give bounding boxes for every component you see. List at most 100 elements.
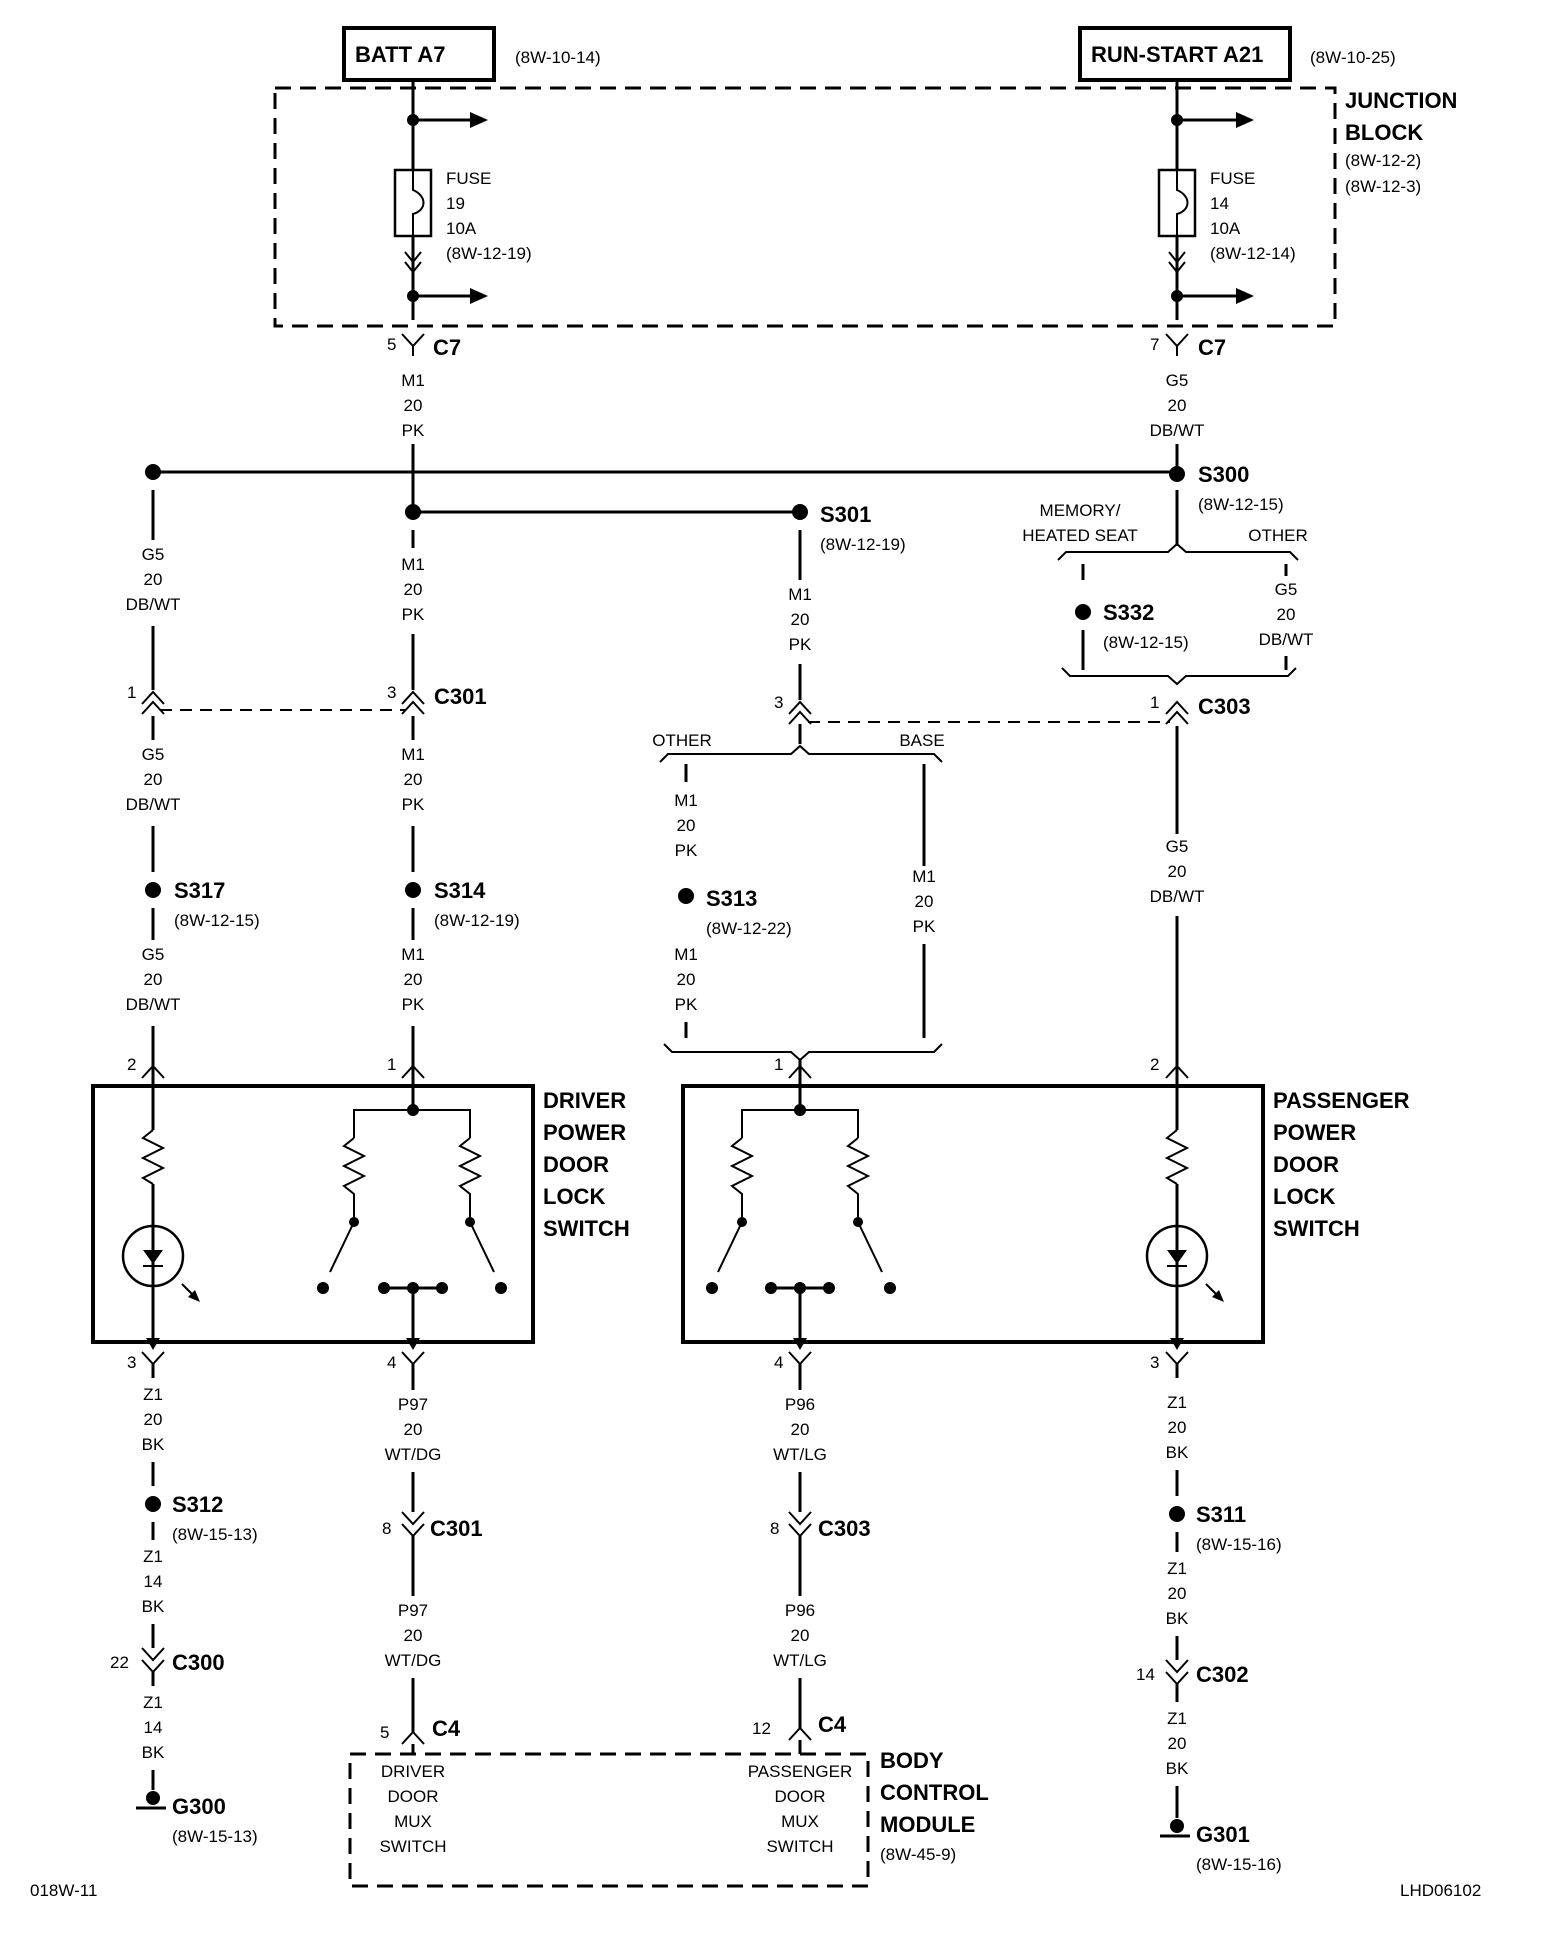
wire-z1-pass-circuit: Z1 xyxy=(1167,1393,1187,1412)
wire-g5-top-color: DB/WT xyxy=(1150,421,1205,440)
wire-m1-base-color: PK xyxy=(913,917,936,936)
driver-switch-label-2: POWER xyxy=(543,1120,626,1145)
wire-g5-pass-gauge: 20 xyxy=(1168,862,1187,881)
c7-left-pin: 5 xyxy=(387,335,396,354)
c303-pin1-connector xyxy=(1165,700,1189,725)
pass-out-pin3-connector xyxy=(1165,1351,1189,1366)
g300-ref: (8W-15-13) xyxy=(172,1827,258,1846)
pass-sw-pin2: 2 xyxy=(1150,1055,1159,1074)
s314-name: S314 xyxy=(434,878,486,903)
wire-m1-mid-color: PK xyxy=(402,605,425,624)
bcm-passenger-mux-4: SWITCH xyxy=(766,1837,833,1856)
s312-splice xyxy=(145,1496,161,1512)
c301-lower-name: C301 xyxy=(430,1516,483,1541)
passenger-switch-label-4: LOCK xyxy=(1273,1184,1335,1209)
g301-name: G301 xyxy=(1196,1822,1250,1847)
drv-out-pin4: 4 xyxy=(387,1353,396,1372)
wire-g5-s317-gauge: 20 xyxy=(144,970,163,989)
footer-right-code: LHD06102 xyxy=(1400,1881,1481,1900)
wire-z1-pass3-circuit: Z1 xyxy=(1167,1709,1187,1728)
bcm-passenger-mux-1: PASSENGER xyxy=(748,1762,853,1781)
c303-lower-pin: 8 xyxy=(770,1519,779,1538)
wire-p97-b-circuit: P97 xyxy=(398,1601,428,1620)
c303-lower-connector xyxy=(788,1511,812,1538)
c302-name: C302 xyxy=(1196,1662,1249,1687)
other-base-bracket xyxy=(659,744,943,763)
s301-name: S301 xyxy=(820,502,871,527)
driver-switch-label-4: LOCK xyxy=(543,1184,605,1209)
wire-m1-top-circuit: M1 xyxy=(401,371,425,390)
junction-block-ref-2: (8W-12-3) xyxy=(1345,177,1421,196)
c303-pin3-connector xyxy=(788,700,812,725)
wire-z1-pass3-color: BK xyxy=(1166,1759,1189,1778)
bcm-ref: (8W-45-9) xyxy=(880,1845,956,1864)
c300-connector xyxy=(141,1647,165,1674)
s314-ref: (8W-12-19) xyxy=(434,911,520,930)
batt-a7-box xyxy=(342,26,496,82)
c7-right-name: C7 xyxy=(1198,335,1226,360)
wire-m1-other-b-circuit: M1 xyxy=(674,945,698,964)
wire-g5-pass-color: DB/WT xyxy=(1150,887,1205,906)
c7-left-name: C7 xyxy=(433,335,461,360)
wire-p96-b-circuit: P96 xyxy=(785,1601,815,1620)
g300-name: G300 xyxy=(172,1794,226,1819)
c4-left-pin: 5 xyxy=(380,1723,389,1742)
option-base: BASE xyxy=(899,731,944,750)
fuse-19-l3: 10A xyxy=(446,219,477,238)
bcm-label-2: CONTROL xyxy=(880,1780,989,1805)
s300-ref: (8W-12-15) xyxy=(1198,495,1284,514)
wire-m1-s301-gauge: 20 xyxy=(791,610,810,629)
passenger-switch-label-1: PASSENGER xyxy=(1273,1088,1410,1113)
option-heated-seat: HEATED SEAT xyxy=(1022,526,1138,545)
wire-g5-lo-gauge: 20 xyxy=(144,770,163,789)
junction-block-label-1: JUNCTION xyxy=(1345,88,1457,113)
drv-out-pin4-connector xyxy=(401,1351,425,1366)
c302-connector xyxy=(1165,1659,1189,1686)
s312-ref: (8W-15-13) xyxy=(172,1525,258,1544)
wire-m1-other-a-color: PK xyxy=(675,841,698,860)
s311-splice xyxy=(1169,1506,1185,1522)
g5-bus-left-node xyxy=(145,464,161,480)
fuse-14 xyxy=(1157,80,1254,320)
s311-name: S311 xyxy=(1196,1502,1246,1527)
c302-pin: 14 xyxy=(1136,1665,1155,1684)
wire-m1-top-color: PK xyxy=(402,421,425,440)
wire-m1-lo-gauge: 20 xyxy=(404,770,423,789)
c300-pin: 22 xyxy=(110,1653,129,1672)
passenger-power-door-lock-switch xyxy=(681,1084,1265,1344)
wire-z1-14b-circuit: Z1 xyxy=(143,1693,163,1712)
wire-g5-pass-circuit: G5 xyxy=(1166,837,1189,856)
c300-name: C300 xyxy=(172,1650,225,1675)
batt-a7-ref: (8W-10-14) xyxy=(515,48,601,67)
wire-m1-other-a-gauge: 20 xyxy=(677,816,696,835)
fuse-19-l4: (8W-12-19) xyxy=(446,244,532,263)
wire-z1-pass3-gauge: 20 xyxy=(1168,1734,1187,1753)
wire-g5-s317-color: DB/WT xyxy=(126,995,181,1014)
s317-splice xyxy=(145,882,161,898)
fuse-14-l3: 10A xyxy=(1210,219,1241,238)
pass-out-pin3: 3 xyxy=(1150,1353,1159,1372)
s314-splice xyxy=(405,882,421,898)
g301-ground-icon xyxy=(1170,1819,1184,1833)
wire-p96-b-color: WT/LG xyxy=(773,1651,827,1670)
wire-m1-other-a-circuit: M1 xyxy=(674,791,698,810)
bcm-passenger-mux-2: DOOR xyxy=(775,1787,826,1806)
wire-p97-a-circuit: P97 xyxy=(398,1395,428,1414)
wire-m1-mid-gauge: 20 xyxy=(404,580,423,599)
wire-g5-lo-circuit: G5 xyxy=(142,745,165,764)
wire-m1-base-gauge: 20 xyxy=(915,892,934,911)
fuse-14-l2: 14 xyxy=(1210,194,1229,213)
s332-splice xyxy=(1075,604,1091,620)
c301-pin3: 3 xyxy=(387,683,396,702)
wire-p97-a-color: WT/DG xyxy=(385,1445,442,1464)
wire-g5-top-gauge: 20 xyxy=(1168,396,1187,415)
fuse-14-l4: (8W-12-14) xyxy=(1210,244,1296,263)
c4-left-name: C4 xyxy=(432,1716,461,1741)
wire-m1-mid-circuit: M1 xyxy=(401,555,425,574)
s317-name: S317 xyxy=(174,878,225,903)
junction-block-ref-1: (8W-12-2) xyxy=(1345,151,1421,170)
driver-switch-label-5: SWITCH xyxy=(543,1216,630,1241)
wire-m1-lo-color: PK xyxy=(402,795,425,814)
s312-name: S312 xyxy=(172,1492,223,1517)
wire-m1-top-gauge: 20 xyxy=(404,396,423,415)
